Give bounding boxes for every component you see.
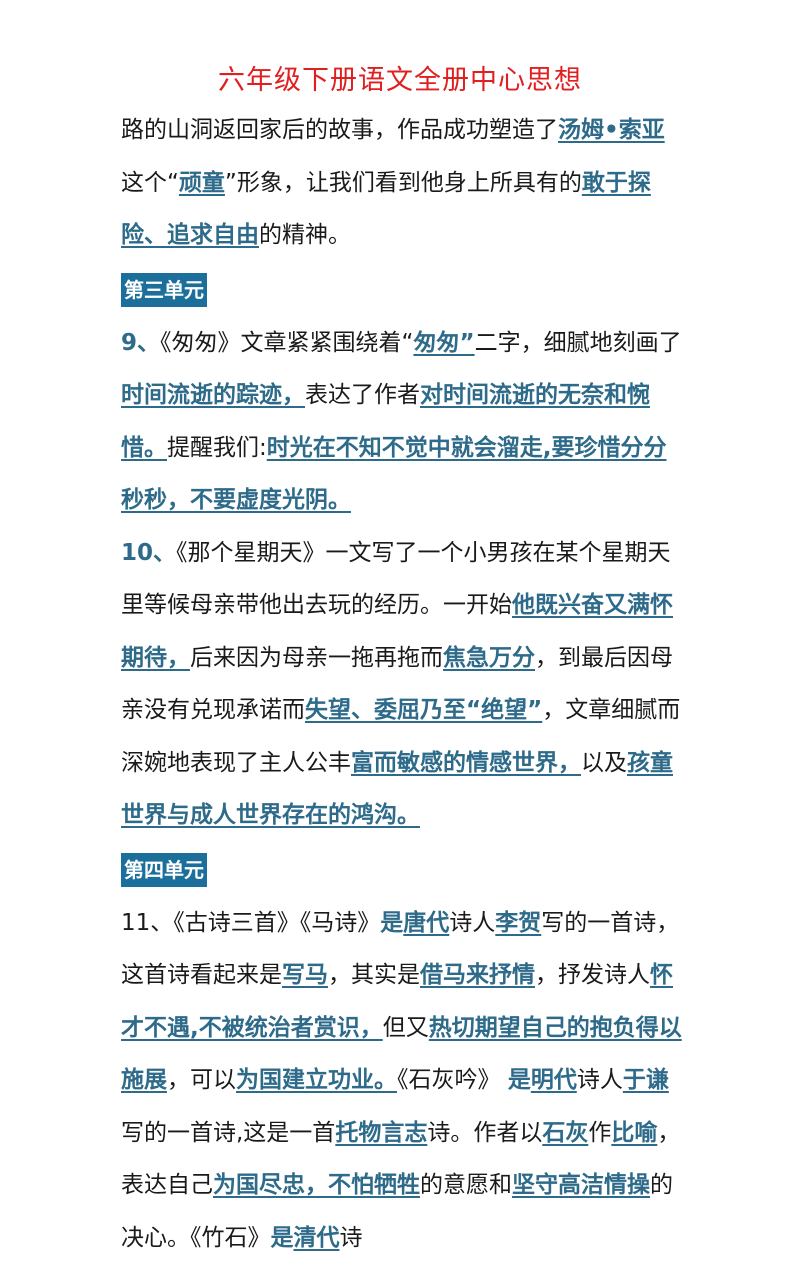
paragraph-intro: 路的山洞返回家后的故事，作品成功塑造了汤姆•索亚这个“顽童”形象，让我们看到他身… (121, 104, 686, 262)
text-emphasis: 是 (271, 1225, 294, 1251)
page-title: 六年级下册语文全册中心思想 (0, 58, 800, 97)
text: 路的山洞返回家后的故事，作品成功塑造了 (121, 117, 558, 143)
paragraph-item-11: 11、《古诗三首》《马诗》是唐代诗人李贺写的一首诗，这首诗看起来是写马，其实是借… (121, 897, 686, 1264)
highlight: 托物言志 (335, 1120, 427, 1146)
item-number: 10、 (121, 540, 176, 566)
text-emphasis: 是 (508, 1067, 531, 1093)
text: 后来因为母亲一拖再拖而 (190, 645, 443, 671)
text: 表达了作者 (305, 382, 420, 408)
section-heading-unit-4: 第四单元 (121, 853, 207, 887)
highlight: 借马来抒情 (420, 962, 535, 988)
text: 作 (588, 1120, 611, 1146)
highlight: 唐代 (403, 910, 449, 936)
highlight: 比喻 (611, 1120, 657, 1146)
highlight: 汤姆•索亚 (558, 117, 665, 143)
highlight: 富而敏感的情感世界， (351, 750, 581, 776)
highlight: 匆匆” (413, 330, 474, 356)
section-heading-unit-3: 第三单元 (121, 273, 207, 307)
text: 诗 (340, 1225, 363, 1251)
text: 《石灰吟》 (397, 1067, 508, 1093)
highlight: 顽童 (179, 170, 225, 196)
text: ”形象，让我们看到他身上所具有的 (225, 170, 582, 196)
paragraph-item-9: 9、《匆匆》文章紧紧围绕着“匆匆”二字，细腻地刻画了时间流逝的踪迹，表达了作者对… (121, 317, 686, 527)
text: 但又 (383, 1015, 429, 1041)
text: 这个“ (121, 170, 179, 196)
highlight: 石灰 (542, 1120, 588, 1146)
text: 提醒我们: (167, 435, 267, 461)
text: 写的一首诗,这是一首 (121, 1120, 335, 1146)
text: 诗。作者以 (427, 1120, 542, 1146)
highlight: 清代 (294, 1225, 340, 1251)
text: ，可以 (167, 1067, 236, 1093)
highlight: 失望、委屈乃至“绝望” (305, 697, 542, 723)
highlight: 时间流逝的踪迹， (121, 382, 305, 408)
text: 的意愿和 (420, 1172, 512, 1198)
paragraph-item-10: 10、《那个星期天》一文写了一个小男孩在某个星期天里等候母亲带他出去玩的经历。一… (121, 527, 686, 842)
text: 诗人 (577, 1067, 623, 1093)
text-emphasis: 是 (380, 910, 403, 936)
highlight: 明代 (531, 1067, 577, 1093)
item-number: 9、 (121, 330, 160, 356)
highlight: 为国建立功业。 (236, 1067, 397, 1093)
highlight: 李贺 (495, 910, 541, 936)
text: 11、《古诗三首》《马诗》 (121, 910, 380, 936)
text: ，抒发诗人 (535, 962, 650, 988)
highlight: 焦急万分 (443, 645, 535, 671)
highlight: 坚守高洁情操 (512, 1172, 650, 1198)
text: 诗人 (449, 910, 495, 936)
text: 二字，细腻地刻画了 (475, 330, 682, 356)
document-body: 路的山洞返回家后的故事，作品成功塑造了汤姆•索亚这个“顽童”形象，让我们看到他身… (121, 104, 686, 1264)
highlight: 写马 (282, 962, 328, 988)
text: ，其实是 (328, 962, 420, 988)
text: 《匆匆》文章紧紧围绕着“ (160, 330, 413, 356)
text: 以及 (581, 750, 627, 776)
highlight: 于谦 (623, 1067, 669, 1093)
text: 的精神。 (259, 222, 351, 248)
document-page: 六年级下册语文全册中心思想 路的山洞返回家后的故事，作品成功塑造了汤姆•索亚这个… (0, 0, 800, 1132)
highlight: 为国尽忠，不怕牺牲 (213, 1172, 420, 1198)
